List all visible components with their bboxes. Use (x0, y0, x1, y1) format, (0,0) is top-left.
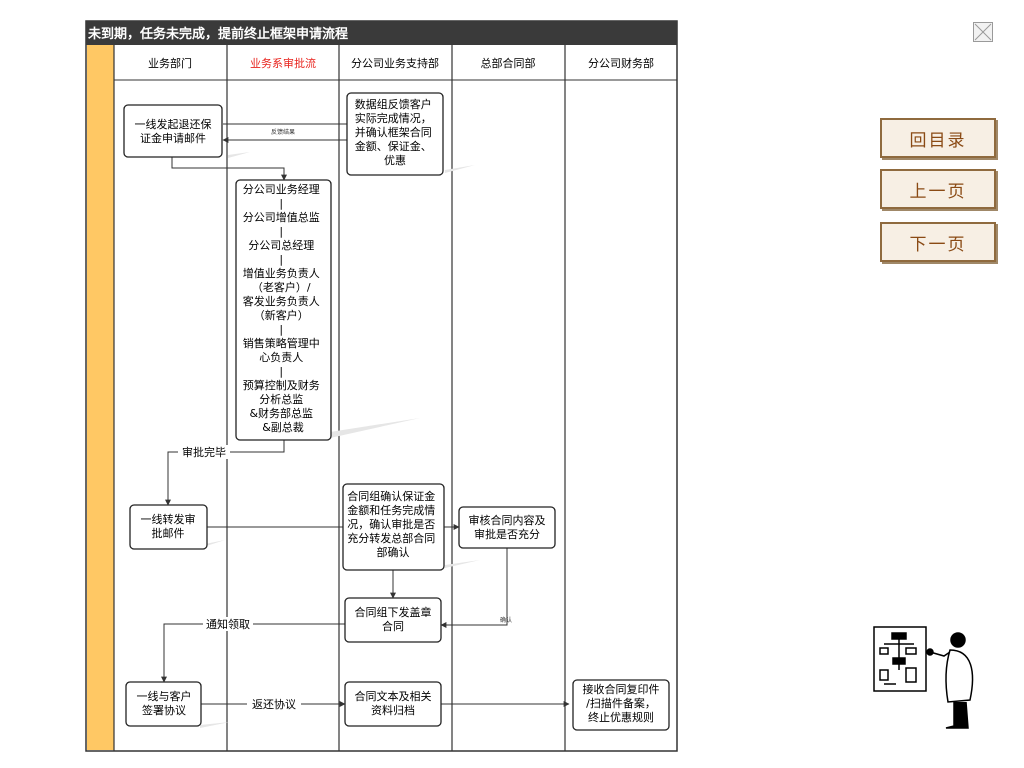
prev-page-button[interactable]: 上一页 (880, 169, 996, 209)
node-approval-chain: 分公司业务经理 | 分公司增值总监 | 分公司总经理 | 增值业务负责人 （老客… (235, 179, 332, 441)
lane-header-approval: 业务系审批流 (250, 56, 316, 70)
node-data-feedback: 数据组反馈客户 实际完成情况， 并确认框架合同 金额、保证金、 优惠 (346, 92, 444, 176)
toc-button[interactable]: 回目录 (880, 118, 996, 158)
title-bar (86, 21, 677, 45)
node-contract-group-confirm: 合同组确认保证金 金额和任务完成情 况，确认审批是否 充分转发总部合同 部确认 (342, 483, 445, 571)
diagram-title: 未到期，任务未完成，提前终止框架申请流程 (87, 26, 348, 42)
edge-label-approved: 审批完毕 (182, 445, 226, 459)
svg-text:合同组确认保证金 金额和任务完成情: 合同组确认保证金 金额和任务完成情 况，确认审批是否 充分转发总部合同 部确认 (347, 489, 439, 559)
flowchart-presenter-icon (873, 626, 974, 729)
edge-label-confirm: 确认 (500, 616, 512, 624)
svg-text:一线发起退还保证金申请邮件: 一线发起退还保证金申请邮件 (135, 117, 212, 145)
svg-text:分公司业务经理 | 分公司增值总监: 分公司业务经理 | 分公司增值总监 | 分公司总经理 | 增值业务负责人 （老客… (243, 183, 324, 434)
lane-header-support: 分公司业务支持部 (351, 56, 439, 70)
node-review-contract: 审核合同内容及审批是否充分 (458, 506, 556, 549)
svg-text:一线与客户签署协议: 一线与客户签署协议 (137, 689, 192, 717)
node-sign-agreement: 一线与客户签署协议 (125, 681, 202, 727)
node-archive-documents: 合同文本及相关资料归档 (344, 681, 442, 727)
svg-text:一线转发审批邮件: 一线转发审批邮件 (141, 512, 196, 540)
edge-label-feedback: 反馈结果 (271, 128, 295, 136)
svg-text:数据组反馈客户 实际完成情况， 并确: 数据组反馈客户 实际完成情况， 并确认框架合同 金额、保证金、 优惠 (355, 97, 436, 167)
lane-header-finance: 分公司财务部 (588, 56, 654, 70)
edge-label-return: 返还协议 (252, 697, 296, 711)
edge-label-notify: 通知领取 (206, 617, 250, 631)
node-receive-copy: 接收合同复印件/扫描件备案，终止优惠规则 (572, 679, 670, 731)
node-forward-approval-email: 一线转发审批邮件 (129, 504, 208, 550)
lane-header-contract: 总部合同部 (481, 56, 536, 70)
svg-text:接收合同复印件/扫描件备案，终止优惠规则: 接收合同复印件/扫描件备案，终止优惠规则 (583, 682, 660, 724)
side-band (87, 45, 114, 750)
node-issue-stamped-contract: 合同组下发盖章合同 (344, 597, 442, 643)
next-page-button[interactable]: 下一页 (880, 222, 996, 262)
node-refund-request-email: 一线发起退还保证金申请邮件 (123, 104, 223, 158)
close-icon[interactable] (973, 22, 993, 42)
svg-text:审核合同内容及审批是否充分: 审核合同内容及审批是否充分 (469, 513, 546, 541)
lane-header-business: 业务部门 (148, 56, 192, 70)
svg-text:合同组下发盖章合同: 合同组下发盖章合同 (355, 605, 432, 633)
svg-text:合同文本及相关资料归档: 合同文本及相关资料归档 (355, 689, 432, 717)
